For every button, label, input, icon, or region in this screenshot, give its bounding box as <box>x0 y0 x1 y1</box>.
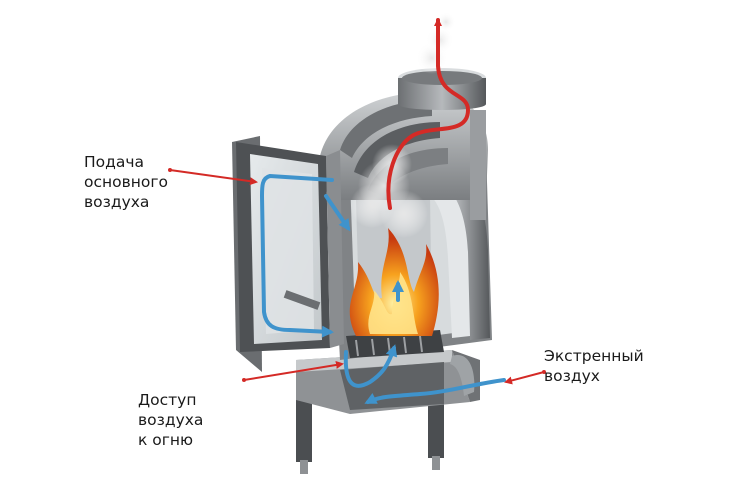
label-emergency-air-line-2: воздух <box>544 366 644 386</box>
label-fire-air-line-1: Доступ <box>138 390 203 410</box>
chimney-collar <box>398 68 486 110</box>
label-emergency-air-line-1: Экстренный <box>544 346 644 366</box>
label-fire-air: Доступ воздуха к огню <box>138 390 203 450</box>
label-emergency-air: Экстренный воздух <box>544 346 644 386</box>
label-fire-air-line-2: воздуха <box>138 410 203 430</box>
label-primary-air-line-1: Подача <box>84 152 168 172</box>
label-primary-air-line-3: воздуха <box>84 192 168 212</box>
label-primary-air: Подача основного воздуха <box>84 152 168 212</box>
pointer-emergency <box>506 372 544 382</box>
door-frame <box>232 136 344 372</box>
label-primary-air-line-2: основного <box>84 172 168 192</box>
label-fire-air-line-3: к огню <box>138 430 203 450</box>
